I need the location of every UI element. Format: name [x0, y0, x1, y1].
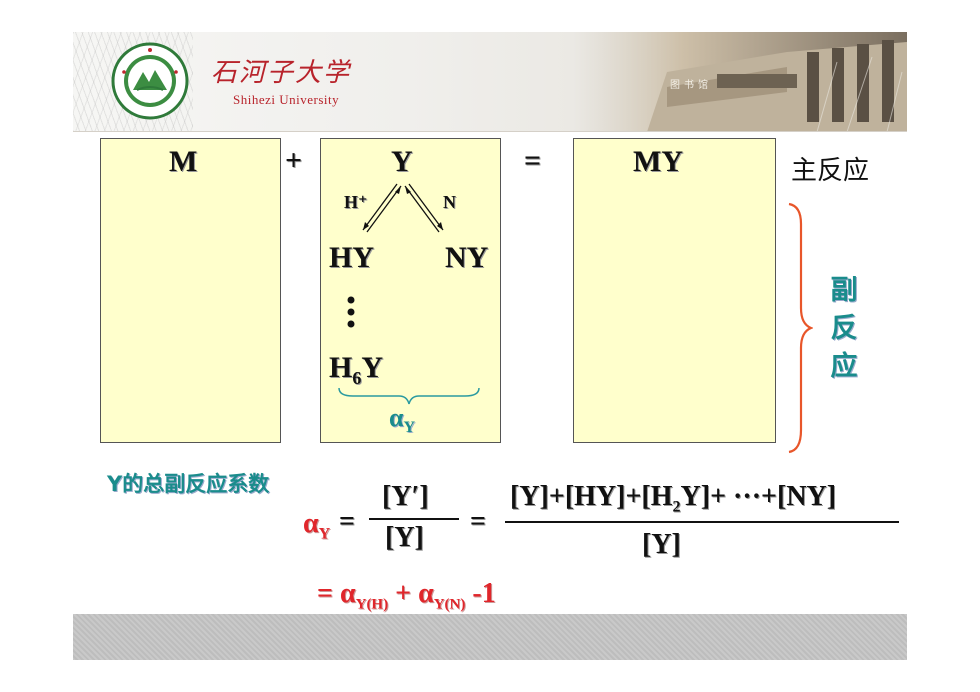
box-my: [573, 138, 776, 443]
h-plus-label: H⁺: [344, 192, 368, 212]
n-label: N: [443, 192, 456, 212]
alpha-y-brace: [338, 387, 480, 405]
building-sign: 图书馆: [670, 80, 712, 91]
num2-part-a: [Y]+[HY]+[H: [510, 481, 673, 512]
plus-sign: +: [285, 144, 303, 177]
formula-alpha: α: [303, 508, 319, 539]
species-m: M: [169, 145, 198, 178]
header-banner: 图书馆 石河子大学 Shihezi University: [73, 32, 907, 132]
university-seal-logo: [111, 42, 189, 120]
slide: 图书馆 石河子大学 Shihezi University M + Y H⁺ N …: [73, 32, 907, 660]
alpha-y-label: αY: [389, 403, 415, 437]
formula-title: Y的总副反应系数: [107, 472, 270, 496]
equals-sign: =: [524, 144, 542, 177]
result-alpha-2: α: [418, 578, 434, 609]
h6y-end: Y: [361, 351, 384, 384]
alpha-symbol: α: [389, 403, 404, 432]
result-equals: =: [317, 578, 333, 609]
fraction1-numerator: [Y′]: [382, 481, 429, 512]
main-reaction-label: 主反应: [791, 156, 870, 186]
side-char-2: 反: [830, 313, 858, 344]
formula-alpha-sub: Y: [318, 525, 331, 543]
num2-subscript: 2: [672, 498, 681, 516]
university-name-en: Shihezi University: [233, 92, 340, 107]
result-tail: -1: [472, 578, 496, 609]
formula-equals-2: =: [470, 506, 486, 537]
equilibrium-arrows: [362, 183, 444, 233]
university-name-cn: 石河子大学: [211, 58, 352, 88]
formula-equals-1: =: [339, 506, 355, 537]
fraction1-denominator: [Y]: [385, 522, 424, 553]
fraction2-numerator: [Y]+[HY]+[H2Y]+ ···+[NY]: [510, 481, 836, 517]
side-char-3: 应: [830, 351, 858, 382]
species-ny: NY: [445, 241, 489, 274]
alpha-y-formula: αY: [303, 508, 330, 544]
footer-band: [73, 614, 907, 660]
box-y: [320, 138, 501, 443]
header-divider: [73, 131, 907, 132]
species-y: Y: [391, 145, 413, 178]
result-sub-2: Y(N): [433, 596, 466, 613]
vertical-ellipsis: [347, 296, 355, 328]
alpha-subscript: Y: [403, 419, 416, 437]
library-building-photo: [587, 32, 907, 132]
side-reaction-label: 副 反 应: [827, 272, 861, 386]
result-alpha-1: α: [339, 578, 356, 609]
result-expression: = αY(H) + αY(N) -1: [317, 578, 496, 614]
species-my: MY: [633, 145, 683, 178]
side-char-1: 副: [830, 275, 858, 306]
result-sub-1: Y(H): [355, 596, 389, 613]
fraction2-bar: [505, 521, 899, 523]
fraction2-denominator: [Y]: [642, 529, 681, 560]
side-reaction-brace: [788, 202, 813, 454]
box-m: [100, 138, 281, 443]
h6y-subscript: 6: [352, 368, 362, 388]
result-plus: +: [395, 578, 412, 609]
species-hy: HY: [329, 241, 374, 274]
h6y-base: H: [329, 351, 353, 384]
fraction1-bar: [369, 518, 459, 520]
num2-part-b: Y]+ ···+[NY]: [680, 481, 837, 512]
species-h6y: H6Y: [329, 351, 383, 389]
